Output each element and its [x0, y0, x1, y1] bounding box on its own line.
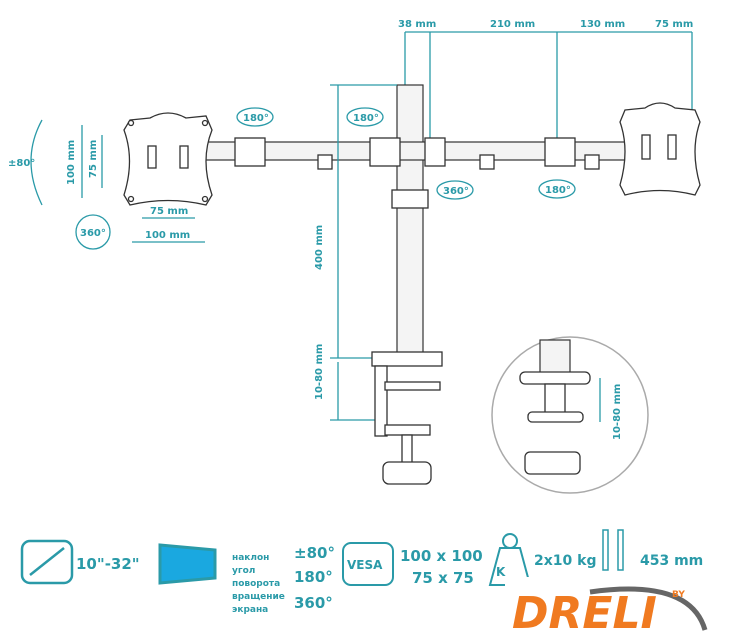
vesa-value-2: 75 x 75: [412, 569, 474, 587]
dim-38: 38 mm: [398, 19, 436, 30]
pole: [396, 84, 424, 361]
top-dimension-line: 38 mm 210 mm 130 mm 75 mm: [398, 19, 693, 140]
pole-height: 400 mm: [314, 225, 325, 270]
tilt-arrow-icon: [30, 119, 43, 206]
arm: [194, 137, 636, 170]
screen-size-icon: [20, 539, 74, 585]
rot-label-3: поворота: [232, 579, 280, 589]
rot-label-1: наклон: [232, 553, 269, 563]
vesa-h100: 100 mm: [66, 140, 77, 185]
rot-value-3: 360°: [294, 594, 333, 612]
dim-210: 210 mm: [490, 19, 535, 30]
rot-value-2: 180°: [294, 568, 333, 586]
dreli-logo: DRELI BY: [512, 586, 708, 639]
spin-label: 360°: [80, 228, 106, 239]
spin-arrow-icon: [75, 214, 111, 250]
rotate-arrow-icon: [236, 107, 274, 127]
clamp-range: 10-80 mm: [314, 344, 325, 400]
pole-dimensions: 400 mm 10-80 mm: [314, 84, 397, 421]
rotate-arrow-icon: [538, 179, 576, 199]
rot-label-2: угол: [232, 566, 255, 576]
rot-right: 180°: [545, 185, 571, 196]
desk-clamp: [371, 351, 443, 485]
vesa-label: VESA: [347, 558, 383, 572]
rot-left: 180°: [243, 113, 269, 124]
vesa-dimensions: 100 mm 75 mm 75 mm 100 mm: [66, 125, 205, 243]
dim-75: 75 mm: [655, 19, 693, 30]
weight-letter: K: [496, 565, 506, 579]
pole-height-icon: [602, 529, 609, 571]
left-vesa-plate: [123, 112, 213, 206]
clamp-detail-inset: 10-80 mm: [491, 336, 649, 494]
vesa-h75: 75 mm: [88, 140, 99, 178]
screen-size: 10"-32": [76, 555, 140, 573]
inset-clamp-range: 10-80 mm: [612, 384, 623, 440]
dim-130: 130 mm: [580, 19, 625, 30]
logo-text: DRELI: [512, 588, 657, 639]
weight-capacity: 2x10 kg: [534, 553, 596, 569]
vesa-w100: 100 mm: [145, 230, 190, 241]
vesa-icon: [342, 542, 394, 586]
pole-height-spec: 453 mm: [640, 553, 703, 569]
tilt-label: ±80°: [8, 158, 35, 169]
right-vesa-plate: [619, 102, 701, 196]
vesa-w75: 75 mm: [150, 206, 188, 217]
rotate-arrow-icon: [346, 107, 384, 127]
pole-collar: [391, 189, 429, 209]
rot-label-5: экрана: [232, 605, 268, 615]
rot-value-1: ±80°: [294, 544, 335, 562]
rot-label-4: вращение: [232, 592, 285, 602]
screen-rotation-icon: [158, 543, 217, 585]
rot-pole: 180°: [353, 113, 379, 124]
rotate-arrow-icon: [436, 180, 474, 200]
logo-by: BY: [672, 590, 685, 600]
rot-mid: 360°: [443, 186, 469, 197]
vesa-value-1: 100 x 100: [400, 547, 483, 565]
